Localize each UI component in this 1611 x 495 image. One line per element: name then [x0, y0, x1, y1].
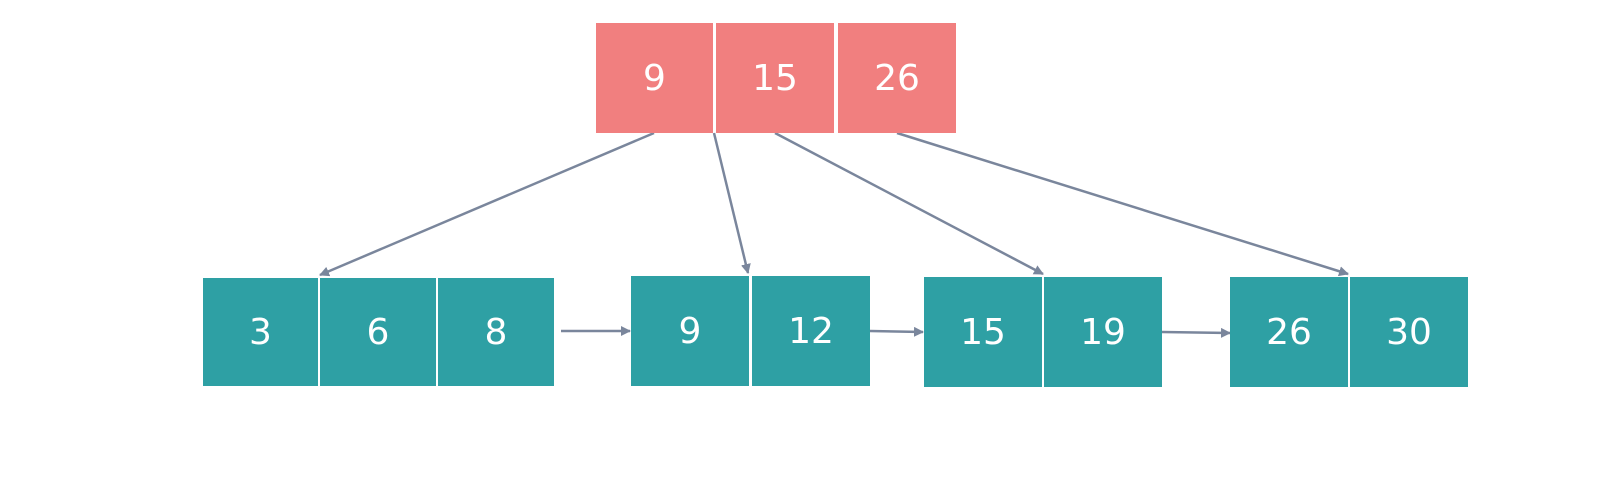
leaf-key-label: 15 — [960, 311, 1006, 353]
pointer-arrow-root-to-leaf-2 — [712, 132, 751, 274]
leaf-key-label: 9 — [678, 310, 702, 352]
leaf-key-cell: 12 — [752, 276, 870, 386]
leaf-key-cell: 8 — [438, 278, 554, 386]
leaf-key-cell: 3 — [203, 278, 318, 386]
leaf-key-label: 12 — [788, 310, 834, 352]
leaf-key-label: 6 — [366, 311, 390, 353]
root-key-label: 26 — [874, 57, 920, 99]
leaf-key-cell: 30 — [1350, 277, 1468, 387]
sibling-arrow-leaf-2-to-leaf-3 — [869, 326, 924, 337]
leaf-key-cell: 9 — [631, 276, 749, 386]
leaf-key-label: 26 — [1266, 311, 1312, 353]
leaf-key-cell: 6 — [320, 278, 436, 386]
root-key-label: 9 — [643, 57, 666, 99]
leaf-key-cell: 19 — [1044, 277, 1162, 387]
leaf-key-label: 19 — [1080, 311, 1126, 353]
pointer-arrow-root-to-leaf-3 — [774, 131, 1044, 276]
root-key-cell: 9 — [596, 23, 713, 133]
sibling-arrow-leaf-3-to-leaf-4 — [1161, 327, 1231, 338]
leaf-key-label: 8 — [484, 311, 508, 353]
leaf-key-label: 30 — [1386, 311, 1432, 353]
root-key-cell: 15 — [716, 23, 834, 133]
root-key-label: 15 — [752, 57, 798, 99]
pointer-arrow-root-to-leaf-1 — [319, 131, 655, 277]
leaf-key-cell: 15 — [924, 277, 1042, 387]
root-key-cell: 26 — [838, 23, 956, 133]
leaf-key-cell: 26 — [1230, 277, 1348, 387]
pointer-arrow-root-to-leaf-4 — [896, 131, 1349, 277]
leaf-key-label: 3 — [249, 311, 272, 353]
